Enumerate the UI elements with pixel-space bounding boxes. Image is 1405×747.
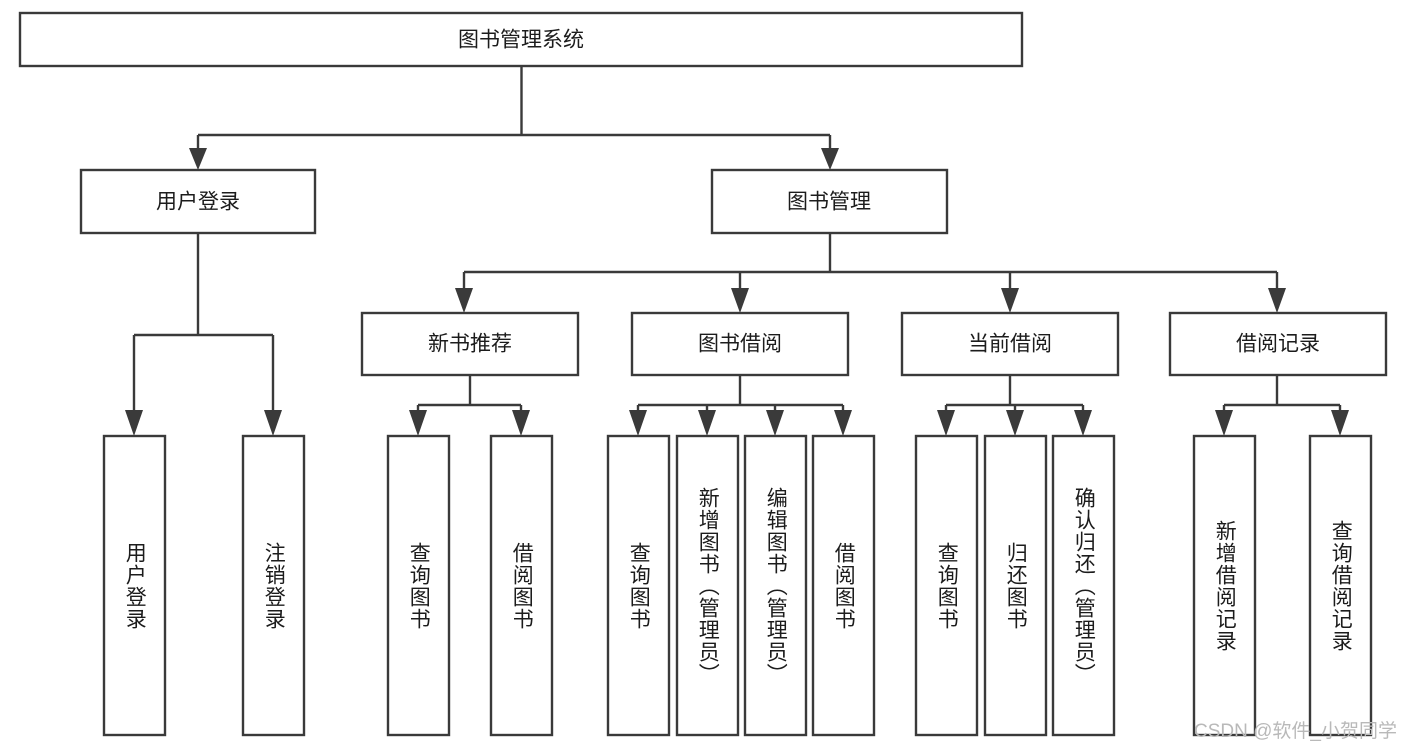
node-leaf-query-book-2[interactable] <box>606 434 671 737</box>
connector-group-current-borrow <box>937 375 1092 436</box>
node-borrow-record-label: 借阅记录 <box>1236 333 1320 356</box>
node-leaf-confirm-return[interactable] <box>1051 434 1116 737</box>
node-leaf-query-record[interactable] <box>1308 434 1373 737</box>
arrow-head-leaf-query-book-1 <box>409 410 427 436</box>
node-root[interactable] <box>18 11 1024 68</box>
arrow-head-leaf-add-record <box>1215 410 1233 436</box>
node-leaf-add-book[interactable] <box>675 434 740 737</box>
connector-group-root <box>189 66 839 170</box>
arrow-head-current-borrow <box>1001 288 1019 313</box>
arrow-head-leaf-return-book <box>1006 410 1024 436</box>
node-new-book-recommend-label: 新书推荐 <box>428 333 512 356</box>
arrow-head-borrow-record <box>1268 288 1286 313</box>
node-user-login[interactable] <box>79 168 317 235</box>
arrow-head-leaf-borrow-book-2 <box>834 410 852 436</box>
node-current-borrow[interactable] <box>900 311 1120 377</box>
arrow-head-leaf-user-login <box>125 410 143 436</box>
arrow-head-book-borrow <box>731 288 749 313</box>
connector-group-book-mgmt <box>455 233 1286 313</box>
arrow-head-leaf-query-record <box>1331 410 1349 436</box>
arrow-head-leaf-query-book-2 <box>629 410 647 436</box>
arrow-head-new-book-recommend <box>455 288 473 313</box>
node-book-management-label: 图书管理 <box>787 191 871 214</box>
connector-group-book-borrow <box>629 375 852 436</box>
node-root-label: 图书管理系统 <box>458 29 584 52</box>
node-leaf-borrow-book-2[interactable] <box>811 434 876 737</box>
connector-group-borrow-record <box>1215 375 1349 436</box>
node-leaf-return-book[interactable] <box>983 434 1048 737</box>
arrow-head-book-mgmt <box>821 148 839 170</box>
arrow-head-user-login <box>189 148 207 170</box>
node-book-management[interactable] <box>710 168 949 235</box>
arrow-head-leaf-edit-book <box>766 410 784 436</box>
arrow-head-leaf-logout <box>264 410 282 436</box>
node-leaf-query-book-3[interactable] <box>914 434 979 737</box>
node-leaf-user-login[interactable] <box>102 434 167 737</box>
arrow-head-leaf-add-book <box>698 410 716 436</box>
node-book-borrow[interactable] <box>630 311 850 377</box>
connector-group-user-login <box>125 233 282 436</box>
arrow-head-leaf-query-book-3 <box>937 410 955 436</box>
arrow-head-leaf-confirm-return <box>1074 410 1092 436</box>
node-user-login-label: 用户登录 <box>156 191 240 214</box>
node-current-borrow-label: 当前借阅 <box>968 333 1052 356</box>
node-leaf-edit-book[interactable] <box>743 434 808 737</box>
node-new-book-recommend[interactable] <box>360 311 580 377</box>
connector-group-new-book-recommend <box>409 375 530 436</box>
node-leaf-borrow-book-1[interactable] <box>489 434 554 737</box>
node-book-borrow-label: 图书借阅 <box>698 333 782 356</box>
node-borrow-record[interactable] <box>1168 311 1388 377</box>
node-leaf-logout[interactable] <box>241 434 306 737</box>
node-leaf-add-record[interactable] <box>1192 434 1257 737</box>
node-leaf-query-book-1[interactable] <box>386 434 451 737</box>
arrow-head-leaf-borrow-book-1 <box>512 410 530 436</box>
watermark: CSDN @软件_小贺同学 <box>1194 721 1397 742</box>
